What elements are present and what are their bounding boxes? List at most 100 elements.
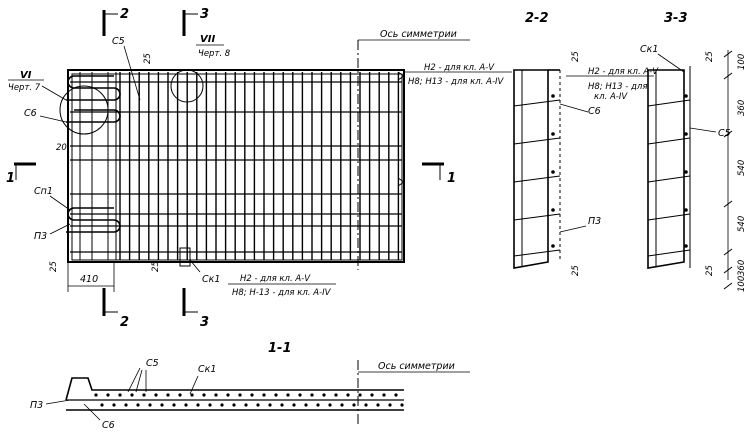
section-2-2: 2-2 25 Н2 - для кл. А-V Н8; Н13 - для кл…	[513, 11, 659, 276]
section-2-outline	[513, 69, 549, 269]
cut-1-left-label: 1	[6, 171, 15, 186]
sp1-label: Сп1	[34, 186, 53, 197]
section-1-rebar-dot	[142, 393, 146, 397]
section-3-rib-line	[647, 213, 691, 221]
section-1-rebar-dot	[394, 393, 398, 397]
section-1-rebar-dot	[196, 403, 200, 407]
node-vi-circle	[59, 85, 109, 135]
dim-410: 410	[80, 274, 98, 285]
section-1-rebar-dot	[118, 393, 122, 397]
section-1-rebar-dot	[352, 403, 356, 407]
section-3-dim-tick	[723, 282, 733, 290]
section-1-rebar-dot	[106, 393, 110, 397]
hairpin-bottom-left	[66, 207, 121, 233]
section-1-rebar-dot	[370, 393, 374, 397]
section-3-dim-label: 360	[737, 100, 747, 116]
plan-horizontal-bars	[70, 81, 402, 253]
dim-25-top: 25	[143, 53, 153, 64]
cut-3-bottom-label: 3	[200, 315, 209, 330]
section-1-rebar-dot	[346, 393, 350, 397]
section-1-symmetry-label: Ось симметрии	[378, 361, 455, 372]
section-1-rebar-dot	[166, 393, 170, 397]
section-1-rebar-dot	[112, 403, 116, 407]
section-3-dim-25-top: 25	[705, 51, 715, 62]
section-1-p3: П3	[30, 400, 43, 411]
section-2-rebar-dot	[551, 244, 555, 248]
section-1-rebar-dot	[214, 393, 218, 397]
section-2-p3-leader	[559, 225, 587, 233]
section-2-rebar-dot	[551, 170, 555, 174]
c6-label: С6	[24, 108, 37, 119]
section-3-rebar-dot	[684, 244, 688, 248]
section-1-rebar-dot	[400, 403, 404, 407]
section-2-title: 2-2	[525, 11, 549, 26]
section-2-rib-line	[513, 99, 561, 107]
section-1-rebar-dot	[310, 393, 314, 397]
note-top-2: Н8; Н13 - для кл. А-IV	[408, 77, 505, 87]
section-3-dim-tick	[723, 72, 733, 80]
section-1-rebar-dot	[124, 403, 128, 407]
section-1-rebar-dot	[148, 403, 152, 407]
section-3-title: 3-3	[664, 11, 688, 26]
section-2-rib-line	[513, 213, 561, 221]
section-1-rebar-dot	[286, 393, 290, 397]
section-1-rebar-dot	[316, 403, 320, 407]
section-3-ck1: Ск1	[640, 44, 658, 55]
section-3-rib-line	[647, 175, 691, 183]
section-2-note-2: Н8; Н13 - для	[588, 82, 647, 92]
section-1-rebar-dot	[94, 393, 98, 397]
section-1-rebar-dot	[250, 393, 254, 397]
section-1-rebar-dot	[268, 403, 272, 407]
section-2-dim-25-bot: 25	[571, 265, 581, 276]
section-3-c5: С5	[718, 128, 731, 139]
section-1-rebar-dot	[178, 393, 182, 397]
section-1-p3-leader	[45, 399, 71, 405]
section-1-rebar-dot	[256, 403, 260, 407]
section-3-dim-tick	[723, 266, 733, 274]
section-3-rebar-dot	[684, 94, 688, 98]
section-1-rebar-dot	[376, 403, 380, 407]
section-1-ck1: Ск1	[198, 364, 216, 375]
section-1-rebar-dot	[298, 393, 302, 397]
section-3-dim-tick	[723, 50, 733, 58]
c6-leader	[39, 115, 67, 123]
section-1-rebar-dot	[226, 393, 230, 397]
section-3-dim-tick	[723, 248, 733, 256]
sp1-leader	[49, 195, 71, 211]
section-3-rebar-dot	[684, 208, 688, 212]
section-3-dim-tick	[723, 130, 733, 138]
note-top-1: Н2 - для кл. А-V	[424, 63, 495, 73]
section-1-rebar-dot	[238, 393, 242, 397]
section-3-c5-leader	[689, 127, 717, 133]
section-3-dim-25-bot: 25	[705, 265, 715, 276]
section-1-rebar-dot	[154, 393, 158, 397]
section-1-rebar-dot	[274, 393, 278, 397]
ck1-piece	[179, 247, 191, 267]
section-2-c6: С6	[588, 106, 601, 117]
section-3-ck1-leader	[657, 53, 685, 73]
section-2-rib-line	[513, 249, 561, 257]
section-2-dim-25-top: 25	[571, 51, 581, 62]
section-1-rebar-dot	[220, 403, 224, 407]
node-vii-label: VII	[200, 34, 215, 45]
section-1-profile	[65, 377, 404, 401]
section-3-dim-label: 540	[737, 160, 747, 176]
cut-3-top-label: 3	[200, 7, 209, 22]
section-1-rebar-dots	[94, 393, 404, 407]
p3-leader	[49, 223, 71, 235]
hairpin-top-left-2	[66, 109, 121, 123]
plan-view: Ось симметрии 2 2 3 3 1 1 С5 25 VII Черт…	[6, 7, 512, 330]
section-1-rebar-dot	[382, 393, 386, 397]
section-1-rebar-dot	[208, 403, 212, 407]
plan-vertical-bars	[79, 72, 400, 260]
section-1-rebar-dot	[364, 403, 368, 407]
section-3-rebar-dot	[684, 132, 688, 136]
section-3-dim-label: 100	[737, 276, 747, 292]
section-1-c6-leader	[83, 403, 101, 421]
section-1-c5-leader-2	[135, 369, 143, 393]
section-1-rebar-dot	[304, 403, 308, 407]
section-3-dim-label: 540	[737, 216, 747, 232]
section-2-rib-line	[513, 137, 561, 145]
